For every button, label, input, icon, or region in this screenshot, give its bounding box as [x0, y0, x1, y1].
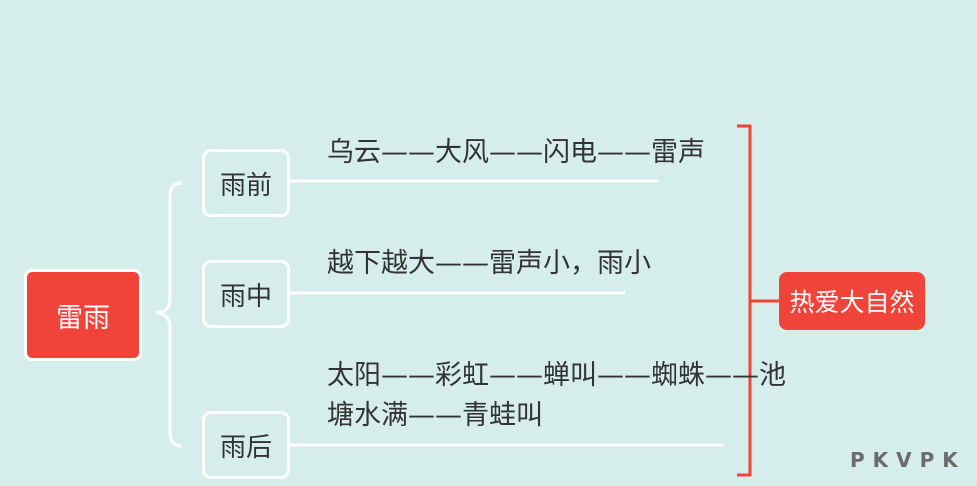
branch-description: 太阳——彩虹——蝉叫——蜘蛛——池 塘水满——青蛙叫: [327, 356, 786, 436]
description-line: 乌云——大风——闪电——雷声: [327, 137, 705, 168]
description-line: 塘水满——青蛙叫: [327, 400, 543, 431]
root-label: 雷雨: [56, 302, 110, 334]
branch-label: 雨后: [219, 432, 272, 463]
branch-node-before: 雨前: [202, 149, 290, 217]
branch-label: 雨前: [219, 170, 272, 201]
watermark: PKVPK: [850, 448, 966, 472]
branch-label: 雨中: [219, 281, 272, 312]
branch-node-after: 雨后: [202, 411, 290, 479]
description-line: 越下越大——雷声小，雨小: [327, 248, 651, 279]
summary-node: 热爱大自然: [779, 272, 925, 330]
description-line: 太阳——彩虹——蝉叫——蜘蛛——池: [327, 360, 786, 391]
left-brace: [155, 181, 183, 448]
branch-node-during: 雨中: [202, 260, 290, 328]
summary-label: 热爱大自然: [789, 288, 915, 317]
branch-description: 越下越大——雷声小，雨小: [327, 244, 651, 284]
root-node: 雷雨: [24, 269, 142, 361]
branch-description: 乌云——大风——闪电——雷声: [327, 133, 705, 173]
